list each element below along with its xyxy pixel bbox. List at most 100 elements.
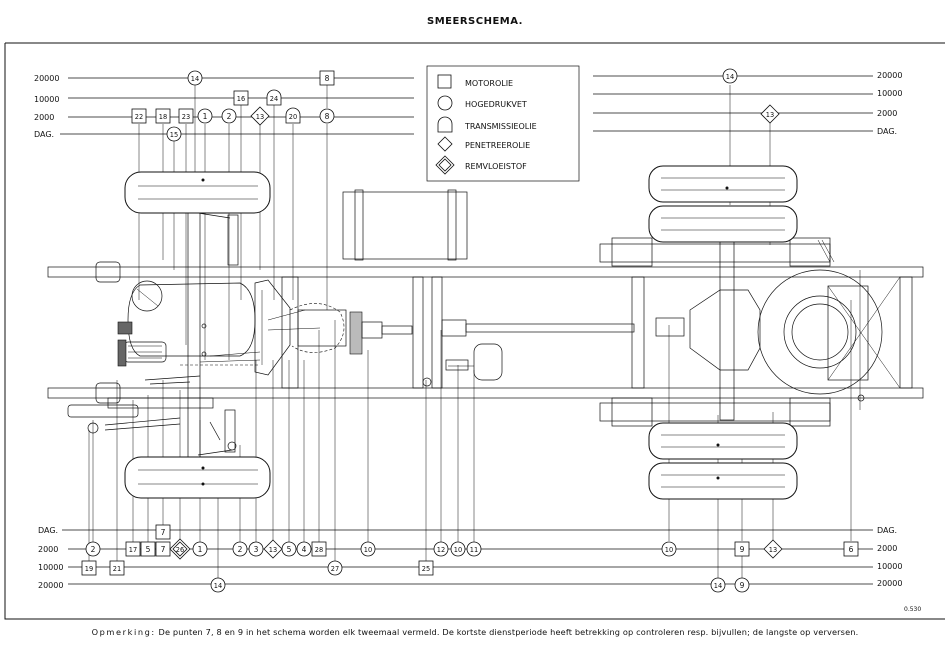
point-number: 24: [270, 95, 278, 103]
point-number: 2: [238, 545, 243, 554]
lubrication-point-circle: 14: [210, 577, 226, 593]
point-number: 16: [237, 95, 245, 103]
lubrication-point-square: 21: [109, 560, 125, 576]
lubrication-point-circle: 11: [466, 541, 482, 557]
lubrication-point-square: 17: [125, 541, 141, 557]
lubrication-point-circle: 10: [450, 541, 466, 557]
point-number: 7: [161, 528, 166, 537]
point-number: 8: [325, 74, 330, 83]
lubrication-point-arch: 20: [285, 107, 301, 124]
lubrication-point-circle: 5: [281, 541, 297, 557]
point-number: 26: [176, 546, 184, 554]
point-number: 14: [726, 73, 734, 81]
lubrication-point-square: 18: [155, 108, 171, 124]
interval-label: 20000: [38, 581, 63, 590]
sheet-reference: 0.530: [904, 606, 922, 613]
leader-lines: [88, 85, 852, 578]
diagram-border: [4, 42, 945, 620]
lubrication-point-diamond-double: 26: [169, 538, 191, 560]
point-number: 1: [198, 545, 203, 554]
lubrication-point-square: 22: [131, 108, 147, 124]
lubrication-point-circle: 1: [197, 108, 213, 124]
frame-grease-nipple: [422, 377, 432, 387]
legend-label: MOTOROLIE: [465, 79, 513, 88]
lubrication-point-circle: 8: [319, 108, 335, 124]
lubrication-point-circle: 14: [187, 70, 203, 86]
point-number: 9: [740, 581, 745, 590]
point-number: 10: [364, 546, 372, 554]
lubrication-point-square: 5: [140, 541, 156, 557]
rear-tyres-bottom: [648, 422, 798, 500]
front-tyre-bottom: [124, 456, 271, 499]
point-number: 21: [113, 565, 121, 573]
steering-linkage: [67, 364, 260, 441]
lubrication-point-square: 23: [178, 108, 194, 124]
point-number: 5: [287, 545, 292, 554]
interval-label: 20000: [877, 71, 902, 80]
engine: [117, 279, 321, 376]
point-number: 8: [325, 112, 330, 121]
circle-icon: [437, 95, 453, 111]
point-number: 14: [214, 582, 222, 590]
lubrication-point-square: 6: [843, 541, 859, 557]
interval-label: 2000: [877, 544, 897, 553]
point-number: 19: [85, 565, 93, 573]
interval-label: DAG.: [34, 130, 54, 139]
point-number: 11: [470, 546, 478, 554]
point-number: 1: [203, 112, 208, 121]
spare-wheel: [757, 269, 901, 410]
legend: MOTOROLIE HOGEDRUKVET TRANSMISSIEOLIE PE…: [426, 65, 580, 182]
interval-label: 10000: [877, 562, 902, 571]
lubrication-point-square: 25: [418, 560, 434, 576]
lubrication-point-circle: 2: [232, 541, 248, 557]
diamond-icon: [437, 136, 453, 152]
interval-label: DAG.: [877, 526, 897, 535]
legend-box: [426, 65, 580, 182]
point-number: 13: [769, 546, 777, 554]
lubrication-point-circle: 14: [722, 68, 738, 84]
point-number: 14: [191, 75, 199, 83]
point-number: 5: [146, 545, 151, 554]
lubrication-point-circle: 2: [221, 108, 237, 124]
lubrication-point-square: 7: [155, 541, 171, 557]
chart-title: SMEERSCHEMA.: [427, 16, 523, 27]
point-number: 2: [91, 545, 96, 554]
legend-label: HOGEDRUKVET: [465, 100, 527, 109]
air-tank: [445, 343, 503, 381]
lubrication-point-square: 8: [319, 70, 335, 86]
chassis-drawing: [47, 165, 924, 500]
lubrication-point-circle: 14: [710, 577, 726, 593]
interval-label: 20000: [34, 74, 59, 83]
lubrication-point-arch: 24: [266, 89, 282, 106]
lubrication-point-circle: 3: [248, 541, 264, 557]
frame-rail-bottom: [47, 387, 924, 399]
point-number: 9: [740, 545, 745, 554]
point-number: 10: [454, 546, 462, 554]
point-number: 25: [422, 565, 430, 573]
interval-label: 10000: [38, 563, 63, 572]
interval-label: 20000: [877, 579, 902, 588]
point-number: 15: [170, 131, 178, 139]
interval-label: 10000: [877, 89, 902, 98]
transmission: [289, 303, 685, 355]
legend-label: REMVLOEISTOF: [465, 162, 527, 171]
front-tyre-top: [124, 171, 271, 214]
point-number: 13: [269, 546, 277, 554]
lubrication-point-square: 28: [311, 541, 327, 557]
lubrication-point-circle: 2: [85, 541, 101, 557]
lubrication-point-circle: 1: [192, 541, 208, 557]
interval-label: 2000: [877, 109, 897, 118]
interval-labels-top-right: 20000 10000 2000 DAG.: [877, 71, 902, 136]
remark: Opmerking: De punten 7, 8 en 9 in het sc…: [0, 627, 950, 637]
remark-lead: Opmerking:: [91, 627, 156, 637]
lubrication-point-circle: 12: [433, 541, 449, 557]
point-number: 20: [289, 113, 297, 121]
point-number: 2: [227, 112, 232, 121]
fuel-tank: [342, 189, 468, 261]
interval-labels-bottom-left: DAG. 2000 10000 20000: [38, 526, 63, 590]
lubrication-point-square: 9: [734, 541, 750, 557]
rear-tyres-top: [648, 165, 798, 243]
interval-label: 2000: [38, 545, 58, 554]
